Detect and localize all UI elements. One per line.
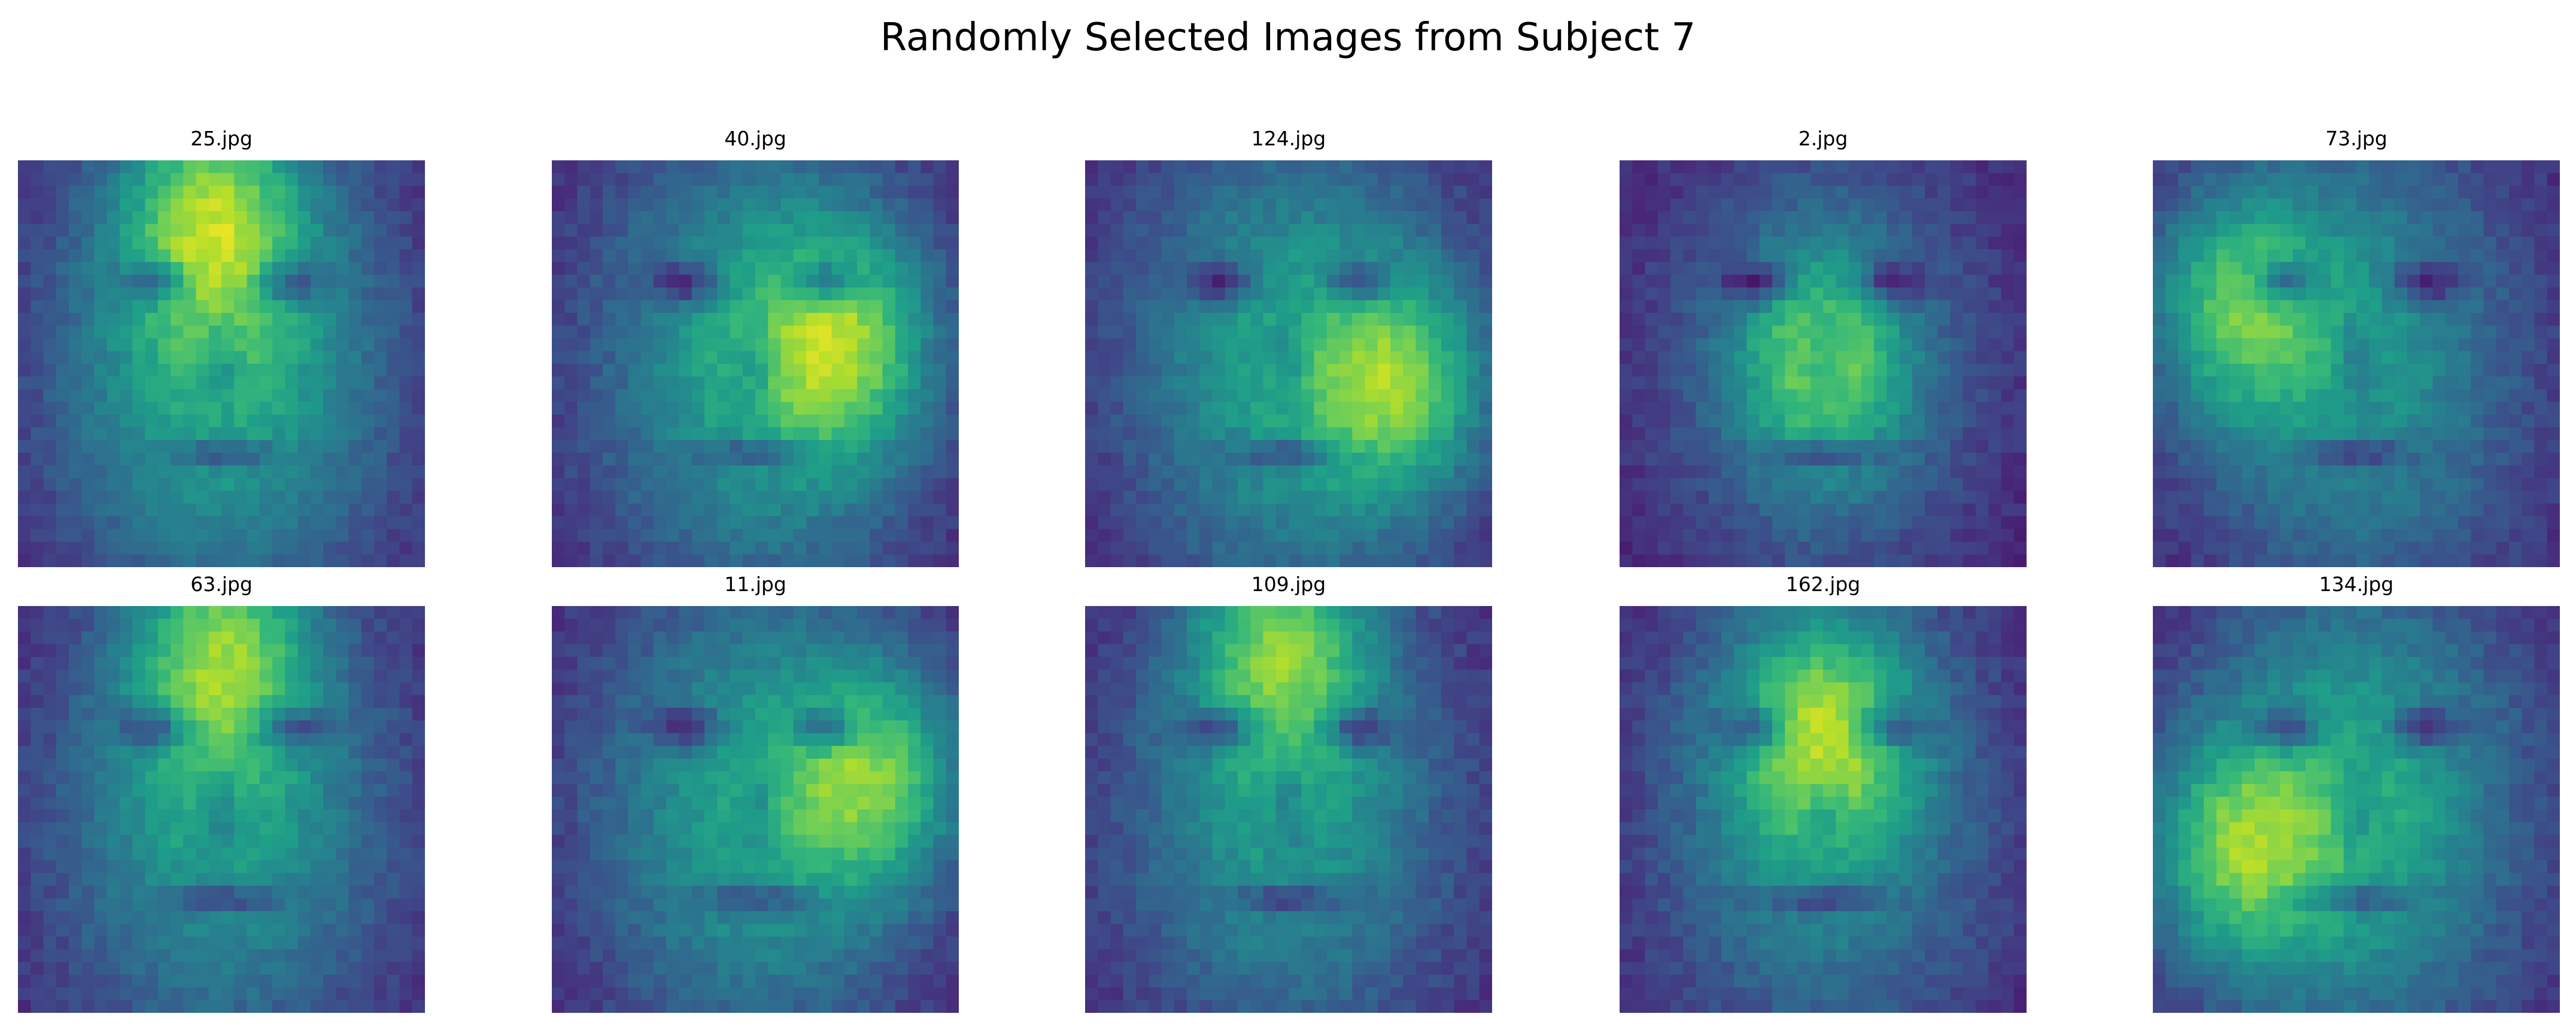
face-heatmap <box>552 606 959 1013</box>
face-image <box>18 160 425 567</box>
image-title: 162.jpg <box>1785 573 1861 596</box>
face-image <box>1085 606 1492 1013</box>
face-heatmap <box>1620 606 2027 1013</box>
face-image <box>2153 606 2560 1013</box>
image-title: 109.jpg <box>1251 573 1326 596</box>
face-image <box>1085 160 1492 567</box>
image-title: 124.jpg <box>1251 127 1326 150</box>
image-title: 134.jpg <box>2319 573 2394 596</box>
face-image <box>552 606 959 1013</box>
image-title: 40.jpg <box>724 127 786 150</box>
face-heatmap <box>1085 606 1492 1013</box>
image-title: 11.jpg <box>724 573 786 596</box>
face-heatmap <box>1620 160 2027 567</box>
face-heatmap <box>552 160 959 567</box>
face-heatmap <box>18 160 425 567</box>
image-title: 63.jpg <box>190 573 253 596</box>
image-title: 25.jpg <box>190 127 253 150</box>
face-heatmap <box>1085 160 1492 567</box>
face-image <box>2153 160 2560 567</box>
figure-title: Randomly Selected Images from Subject 7 <box>880 16 1696 60</box>
face-image <box>552 160 959 567</box>
face-image <box>1620 160 2027 567</box>
image-title: 2.jpg <box>1798 127 1848 150</box>
face-image <box>18 606 425 1013</box>
face-heatmap <box>2153 160 2560 567</box>
image-title: 73.jpg <box>2325 127 2387 150</box>
face-image <box>1620 606 2027 1013</box>
face-heatmap <box>18 606 425 1013</box>
face-heatmap <box>2153 606 2560 1013</box>
